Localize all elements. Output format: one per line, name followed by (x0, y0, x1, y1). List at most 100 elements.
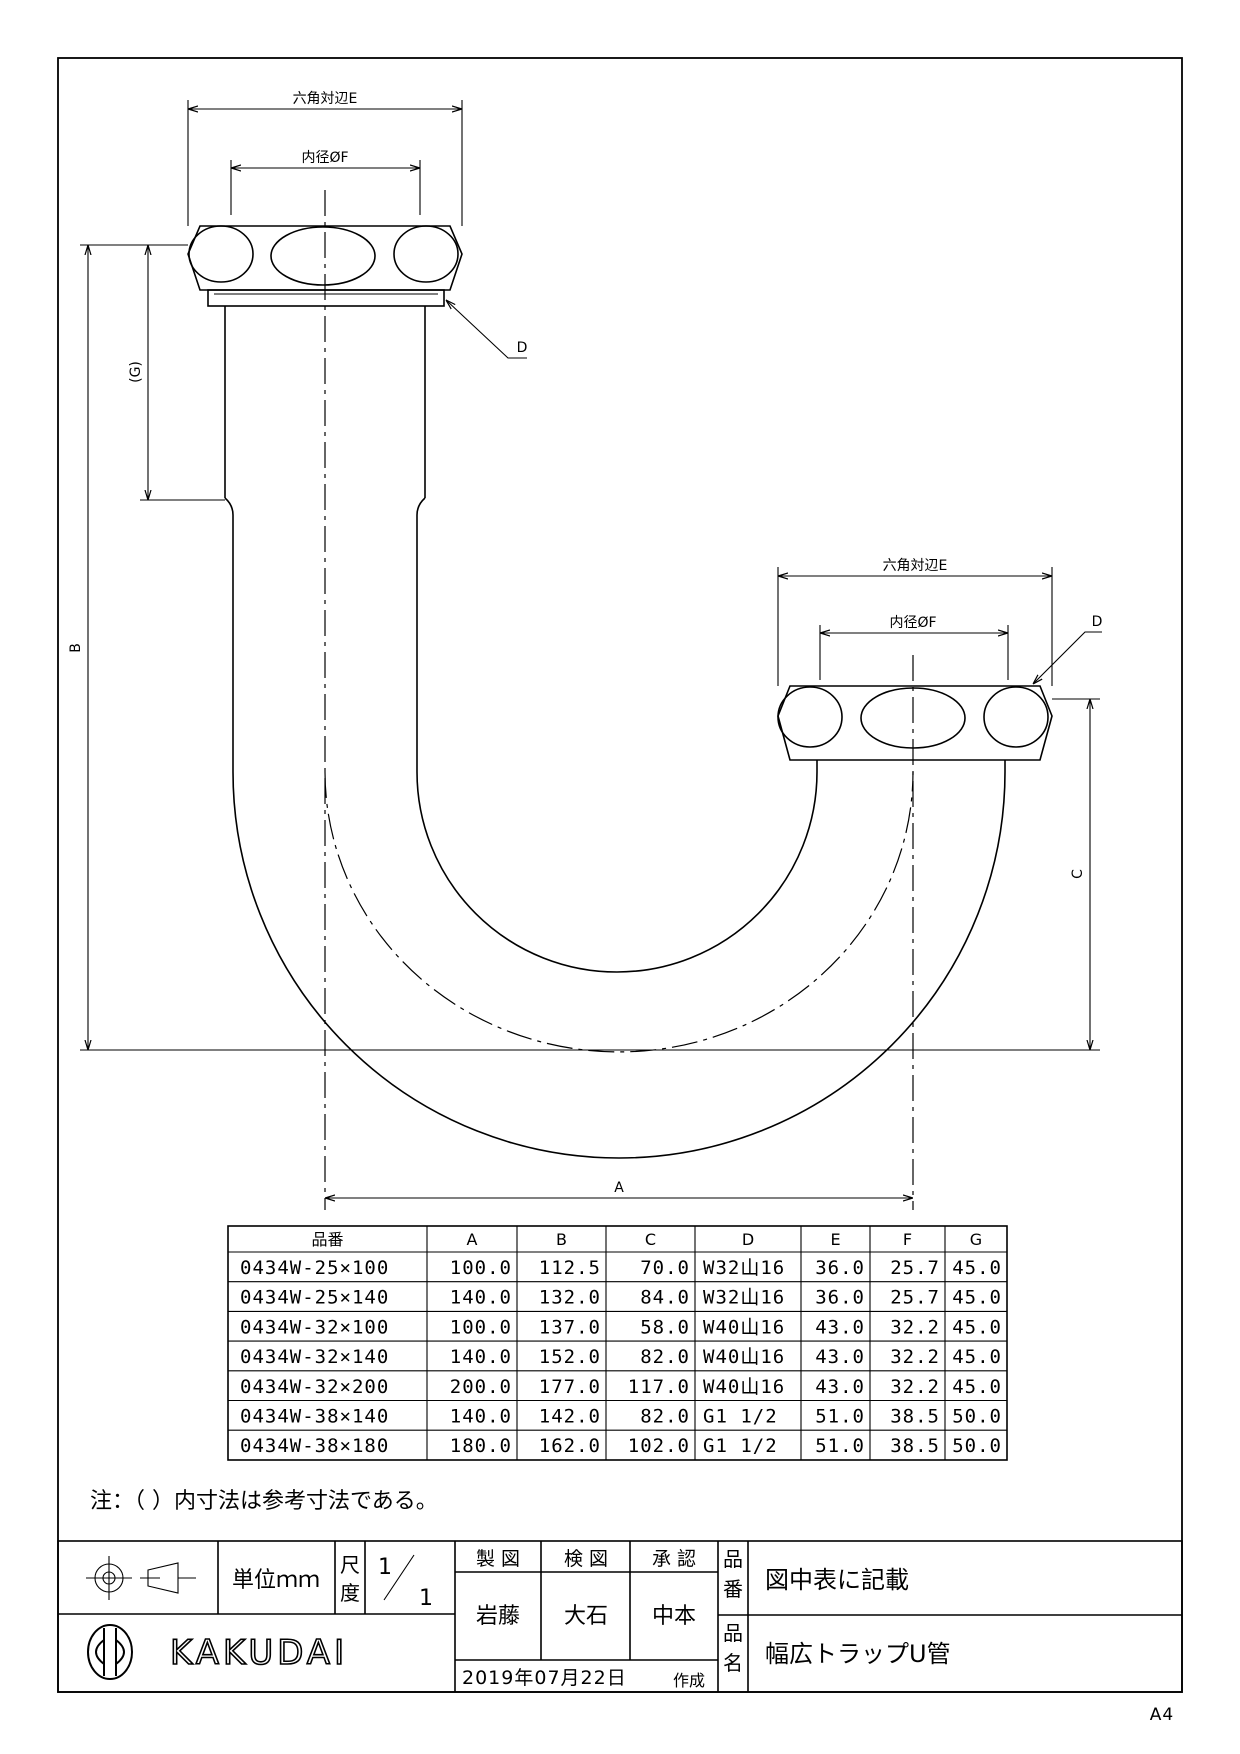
table-cell: 25.7 (890, 1287, 940, 1309)
approved-by: 中本 (652, 1604, 696, 1629)
scale-label-2: 度 (340, 1581, 360, 1605)
table-cell: 51.0 (815, 1435, 865, 1457)
table-cell: 36.0 (815, 1287, 865, 1309)
dim-label-c: C (1070, 869, 1086, 879)
table-cell: 45.0 (952, 1346, 1002, 1368)
table-cell: 137.0 (539, 1316, 601, 1338)
part-name-label-2: 名 (723, 1651, 743, 1675)
table-cell: 0434W-32×140 (240, 1346, 389, 1368)
date-suffix: 作成 (673, 1671, 705, 1690)
table-cell: 38.5 (890, 1435, 940, 1457)
drawn-label: 製 図 (476, 1548, 520, 1570)
table-cell: 180.0 (450, 1435, 512, 1457)
scale-numerator: 1 (378, 1555, 392, 1580)
table-cell: 100.0 (450, 1257, 512, 1279)
title-block (57, 1540, 1183, 1693)
center-lines (324, 190, 914, 1210)
hex-label-top: 六角対辺E (293, 91, 358, 107)
table-cell: 32.2 (890, 1376, 940, 1398)
scale-denominator: 1 (419, 1586, 433, 1611)
table-cell: W32山16 (703, 1287, 785, 1309)
table-cell: 45.0 (952, 1257, 1002, 1279)
table-cell: 38.5 (890, 1406, 940, 1428)
table-cell: 45.0 (952, 1376, 1002, 1398)
table-cell: 0434W-25×100 (240, 1257, 389, 1279)
thread-label-top: D (517, 340, 528, 356)
table-cell: 177.0 (539, 1376, 601, 1398)
table-cell: 0434W-38×180 (240, 1435, 389, 1457)
table-header-cell: C (645, 1230, 656, 1249)
table-cell: 43.0 (815, 1376, 865, 1398)
table-cell: 140.0 (450, 1406, 512, 1428)
table-header-cell: E (830, 1230, 840, 1249)
table-cell: 140.0 (450, 1287, 512, 1309)
table-cell: W40山16 (703, 1376, 785, 1398)
table-cell: 84.0 (640, 1287, 690, 1309)
kakudai-logo: KAKUDAI (87, 1624, 345, 1680)
table-cell: W32山16 (703, 1257, 785, 1279)
table-header-cell: A (467, 1230, 478, 1249)
table-header-cell: G (970, 1230, 982, 1249)
drawing-frame (57, 57, 1183, 1693)
dim-label-b: B (68, 643, 84, 653)
table-header-cell: D (742, 1230, 754, 1249)
thread-label-right: D (1092, 614, 1103, 630)
unit-label: 単位ｍｍ (232, 1568, 320, 1593)
u-trap-outline (187, 225, 1053, 1159)
part-no-value: 図中表に記載 (765, 1566, 909, 1594)
table-cell: 43.0 (815, 1316, 865, 1338)
table-cell: 200.0 (450, 1376, 512, 1398)
table-cell: 51.0 (815, 1406, 865, 1428)
drawn-by: 岩藤 (476, 1604, 520, 1629)
bore-label-top: 内径ØF (301, 150, 348, 166)
part-no-label-2: 番 (723, 1577, 743, 1601)
dim-label-a: A (614, 1180, 624, 1196)
table-cell: 50.0 (952, 1435, 1002, 1457)
table-header-cell: 品番 (311, 1230, 343, 1249)
table-cell: 132.0 (539, 1287, 601, 1309)
table-cell: 45.0 (952, 1316, 1002, 1338)
table-cell: 102.0 (628, 1435, 690, 1457)
table-cell: 70.0 (640, 1257, 690, 1279)
table-cell: 36.0 (815, 1257, 865, 1279)
table-cell: 25.7 (890, 1257, 940, 1279)
table-cell: 50.0 (952, 1406, 1002, 1428)
table-cell: 152.0 (539, 1346, 601, 1368)
table-cell: G1 1/2 (703, 1435, 778, 1457)
checked-by: 大石 (564, 1604, 608, 1629)
table-cell: 142.0 (539, 1406, 601, 1428)
table-cell: 58.0 (640, 1316, 690, 1338)
table-cell: 0434W-32×200 (240, 1376, 389, 1398)
table-cell: 0434W-38×140 (240, 1406, 389, 1428)
table-cell: 100.0 (450, 1316, 512, 1338)
approved-label: 承 認 (652, 1548, 696, 1570)
table-cell: 140.0 (450, 1346, 512, 1368)
table-cell: 117.0 (628, 1376, 690, 1398)
table-cell: W40山16 (703, 1316, 785, 1338)
table-cell: W40山16 (703, 1346, 785, 1368)
part-name-value: 幅広トラップU管 (765, 1640, 951, 1668)
date: 2019年07月22日 (462, 1667, 627, 1689)
table-cell: 82.0 (640, 1406, 690, 1428)
checked-label: 検 図 (564, 1548, 608, 1570)
third-angle-projection-icon (86, 1556, 196, 1600)
part-name-label-1: 品 (723, 1621, 743, 1645)
table-cell: 112.5 (539, 1257, 601, 1279)
table-cell: 45.0 (952, 1287, 1002, 1309)
table-cell: 43.0 (815, 1346, 865, 1368)
table-header-cell: F (903, 1230, 912, 1249)
table-cell: 0434W-25×140 (240, 1287, 389, 1309)
bore-label-right: 内径ØF (889, 615, 936, 631)
table-cell: G1 1/2 (703, 1406, 778, 1428)
table-header-cell: B (556, 1230, 567, 1249)
table-cell: 162.0 (539, 1435, 601, 1457)
part-no-label-1: 品 (723, 1547, 743, 1571)
table-cell: 32.2 (890, 1316, 940, 1338)
dimension-lines (80, 100, 1102, 1198)
scale-label-1: 尺 (340, 1553, 360, 1577)
paper-size: A4 (1150, 1705, 1174, 1725)
dim-label-g: (G) (128, 361, 144, 383)
hex-label-right: 六角対辺E (883, 558, 948, 574)
